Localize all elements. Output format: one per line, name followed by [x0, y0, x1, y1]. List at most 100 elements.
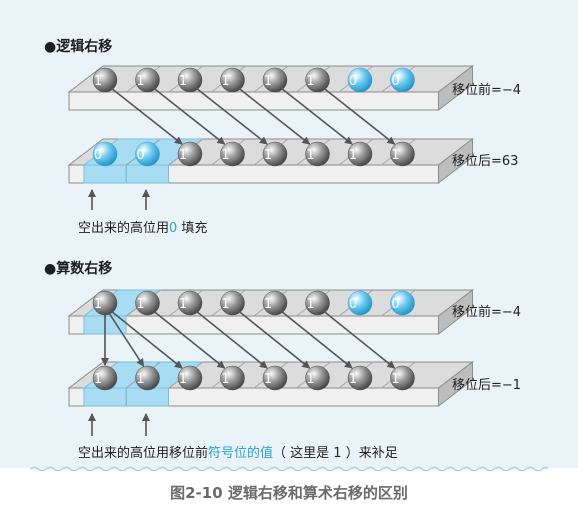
- arithmetic-before-bit-1-digit: 1: [136, 297, 144, 312]
- arithmetic-before-bit-2-digit: 1: [179, 297, 187, 312]
- logical-after-bit-3-circle: [220, 141, 245, 167]
- logical-after-bit-6: 1: [347, 141, 373, 167]
- logical-after-bit-1-digit: 0: [136, 148, 144, 163]
- arithmetic-before-bit-0-digit: 1: [94, 297, 102, 312]
- arithmetic-before-bit-5-circle: [305, 290, 330, 316]
- logical-before-bit-5-digit: 1: [306, 74, 314, 89]
- logical-before-bit-3-digit: 1: [221, 74, 229, 89]
- arithmetic-before-tray-side: [438, 288, 473, 336]
- arithmetic-note-highlight: 符号位的值: [208, 446, 274, 461]
- logical-note-prefix: 空出来的高位用: [78, 221, 170, 236]
- arithmetic-after-bit-3-circle: [220, 365, 245, 391]
- logical-after-bit-0-circle: [92, 141, 118, 167]
- logical-note-suffix: 填充: [177, 221, 208, 236]
- arithmetic-after-bit-5: 1: [305, 365, 330, 391]
- logical-after-bit-4-circle: [262, 141, 288, 167]
- arithmetic-before-bit-7: 0: [390, 290, 415, 316]
- arithmetic-before-bit-6-circle: [347, 290, 373, 316]
- arithmetic-after-label: 移位后=−1: [452, 378, 522, 393]
- logical-after-bit-5-digit: 1: [306, 148, 314, 163]
- arithmetic-shift-arrow-0: [110, 310, 183, 369]
- logical-before-bit-7: 0: [390, 67, 415, 93]
- logical-after-bit-5: 1: [305, 141, 330, 167]
- logical-shift-arrow-4: [280, 87, 353, 145]
- logical-before-bit-7-digit: 0: [391, 74, 399, 89]
- logical-before-bit-5-circle: [305, 67, 330, 93]
- logical-before-bit-1-digit: 1: [136, 74, 144, 89]
- arithmetic-after-bit-4: 1: [262, 365, 288, 391]
- arithmetic-after-bit-3-digit: 1: [221, 372, 229, 387]
- arithmetic-after-bit-6-circle: [347, 365, 373, 391]
- logical-before-bit-2-circle: [177, 67, 203, 93]
- arithmetic-after-bit-1: 1: [135, 365, 160, 391]
- arithmetic-after-bit-3: 1: [220, 365, 245, 391]
- arithmetic-after-bit-7-circle: [390, 365, 415, 391]
- arithmetic-before-bit-4-circle: [262, 290, 288, 316]
- logical-after-bit-7-circle: [390, 141, 415, 167]
- logical-before-bit-4: 1: [262, 67, 288, 93]
- section-title-arithmetic: ●算数右移: [44, 261, 113, 277]
- arithmetic-after-bit-5-digit: 1: [306, 372, 314, 387]
- logical-after-bit-1: 0: [135, 141, 160, 167]
- logical-shift-arrow-3: [238, 87, 311, 145]
- logical-after-bit-1-circle: [135, 141, 160, 167]
- arithmetic-shift-arrow-2: [195, 310, 268, 369]
- arithmetic-after-tray-highlight-front-0: [83, 387, 127, 407]
- logical-before-bit-3: 1: [220, 67, 245, 93]
- logical-after-tray-side: [438, 137, 473, 185]
- arithmetic-after-bit-5-circle: [305, 365, 330, 391]
- logical-before-bit-2: 1: [177, 67, 203, 93]
- logical-before-bit-2-digit: 1: [179, 74, 187, 89]
- logical-after-bit-2-circle: [177, 141, 203, 167]
- logical-after-bit-2-digit: 1: [179, 148, 187, 163]
- arithmetic-shift-arrow-4: [280, 310, 353, 369]
- arithmetic-after-bit-2-digit: 1: [179, 372, 187, 387]
- arithmetic-after-bit-0-circle: [92, 365, 118, 391]
- arithmetic-before-bit-6: 0: [347, 290, 373, 316]
- logical-before-bit-0: 1: [92, 67, 118, 93]
- arithmetic-shift-arrow-5: [322, 310, 396, 369]
- logical-before-bit-5: 1: [305, 67, 330, 93]
- logical-before-bit-0-digit: 1: [94, 74, 102, 89]
- logical-shift-arrow-2: [195, 87, 268, 145]
- arithmetic-before-bit-7-digit: 0: [391, 297, 399, 312]
- arithmetic-shift-arrow-1: [152, 310, 226, 369]
- wavy-divider-line: [30, 466, 548, 472]
- logical-shift-arrow-0: [110, 87, 183, 145]
- logical-after-bit-6-digit: 1: [349, 148, 357, 163]
- arithmetic-before-bit-3-digit: 1: [221, 297, 229, 312]
- logical-after-bit-7-digit: 1: [391, 148, 399, 163]
- logical-after-label: 移位后=63: [452, 154, 519, 169]
- logical-shift-arrow-5: [323, 87, 396, 145]
- arithmetic-before-bit-3: 1: [220, 290, 245, 316]
- arithmetic-after-tray-highlight-front-1: [126, 387, 169, 407]
- logical-after-bit-2: 1: [177, 141, 203, 167]
- arithmetic-after-bit-6: 1: [347, 365, 373, 391]
- arithmetic-before-bit-5-digit: 1: [306, 297, 314, 312]
- logical-after-bit-4-digit: 1: [264, 148, 272, 163]
- logical-after-bit-6-circle: [347, 141, 373, 167]
- logical-before-bit-6-circle: [347, 67, 373, 93]
- logical-before-bit-6: 0: [347, 67, 373, 93]
- logical-after-bit-3-digit: 1: [221, 148, 229, 163]
- logical-before-bit-4-digit: 1: [264, 74, 272, 89]
- arithmetic-after-bit-7: 1: [390, 365, 415, 391]
- arithmetic-after-bit-7-digit: 1: [391, 372, 399, 387]
- section-title-logical: ●逻辑右移: [44, 39, 113, 55]
- arithmetic-before-bit-7-circle: [390, 290, 415, 316]
- arithmetic-shift-arrow-3: [237, 310, 311, 369]
- logical-after-bit-4: 1: [262, 141, 288, 167]
- arithmetic-before-bit-1-circle: [135, 290, 160, 316]
- arithmetic-after-bit-6-digit: 1: [349, 372, 357, 387]
- logical-after-bit-5-circle: [305, 141, 330, 167]
- logical-before-bit-3-circle: [220, 67, 245, 93]
- logical-shift-arrow-1: [153, 87, 226, 145]
- logical-after-bit-3: 1: [220, 141, 245, 167]
- figure-caption: 图2-10 逻辑右移和算术右移的区别: [170, 484, 408, 502]
- logical-after-bit-0: 0: [92, 141, 118, 167]
- logical-before-bit-1: 1: [135, 67, 160, 93]
- logical-before-bit-1-circle: [135, 67, 160, 93]
- wavy-divider: [30, 466, 548, 472]
- arithmetic-before-bit-1: 1: [135, 290, 160, 316]
